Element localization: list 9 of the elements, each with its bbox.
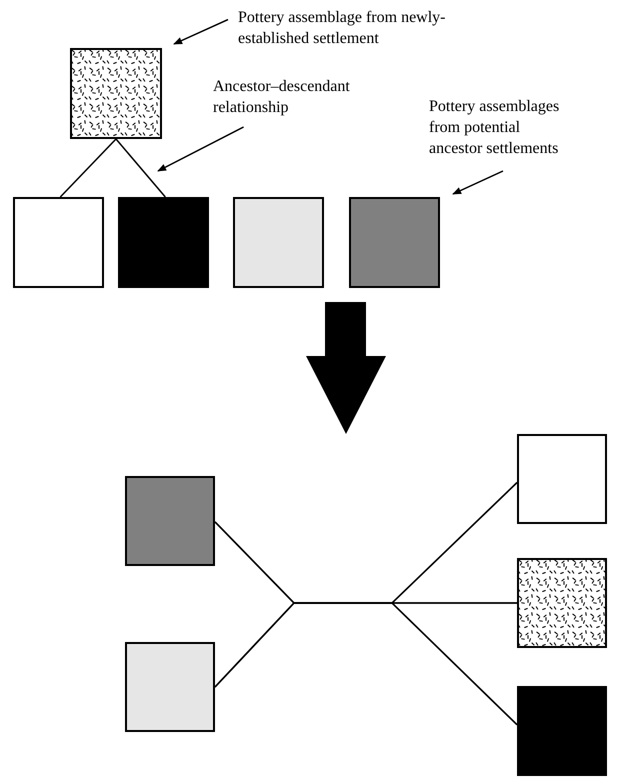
- leader-arrow: [452, 170, 504, 195]
- annotation-text: Pottery assemblage from newly-established settlement: [238, 8, 446, 49]
- connector-line: [60, 138, 117, 198]
- leader-arrow: [157, 126, 244, 172]
- annotation-text: Ancestor–descendant relationship: [213, 77, 351, 118]
- connector-line: [115, 138, 166, 198]
- leader-arrow: [173, 18, 228, 45]
- connector-line: [214, 602, 518, 726]
- annotation-text: Pottery assemblages from potential ancestor settlements: [429, 97, 560, 159]
